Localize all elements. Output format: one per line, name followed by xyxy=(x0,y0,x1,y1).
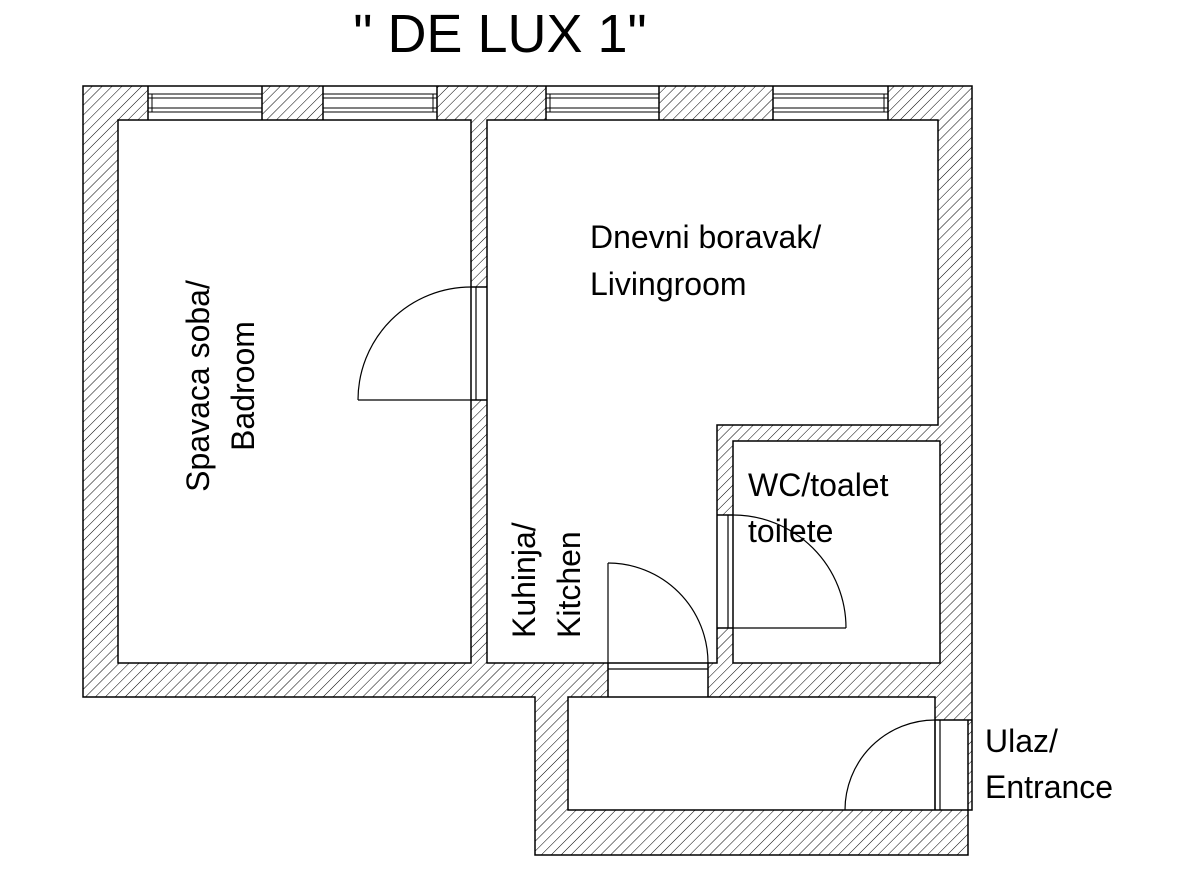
svg-text:Livingroom: Livingroom xyxy=(590,266,747,302)
doors xyxy=(357,286,941,811)
window-living-left xyxy=(546,93,659,113)
window-bedroom-left xyxy=(148,93,262,113)
room-label-entrance: Ulaz/ Entrance xyxy=(985,723,1113,805)
svg-text:Kitchen: Kitchen xyxy=(551,531,587,638)
door-wc xyxy=(727,514,847,629)
svg-text:Ulaz/: Ulaz/ xyxy=(985,723,1058,759)
door-entrance xyxy=(844,719,941,811)
window-living-right xyxy=(773,93,888,113)
door-bedroom xyxy=(357,286,477,401)
room-label-wc: WC/toalet toilete xyxy=(748,467,889,549)
svg-text:Spavaca soba/: Spavaca soba/ xyxy=(180,280,216,492)
window-bedroom-right xyxy=(323,93,437,113)
door-kitchen xyxy=(607,562,709,670)
room-label-kitchen: Kuhinja/ Kitchen xyxy=(506,522,587,638)
svg-text:Badroom: Badroom xyxy=(225,321,261,451)
svg-text:Kuhinja/: Kuhinja/ xyxy=(506,522,542,638)
svg-text:toilete: toilete xyxy=(748,513,833,549)
windows xyxy=(148,93,888,113)
plan-title: " DE LUX 1" xyxy=(353,4,646,64)
room-label-living: Dnevni boravak/ Livingroom xyxy=(590,219,821,302)
svg-text:WC/toalet: WC/toalet xyxy=(748,467,889,503)
svg-text:Entrance: Entrance xyxy=(985,769,1113,805)
room-label-bedroom: Spavaca soba/ Badroom xyxy=(180,280,261,492)
svg-text:Dnevni boravak/: Dnevni boravak/ xyxy=(590,219,821,255)
